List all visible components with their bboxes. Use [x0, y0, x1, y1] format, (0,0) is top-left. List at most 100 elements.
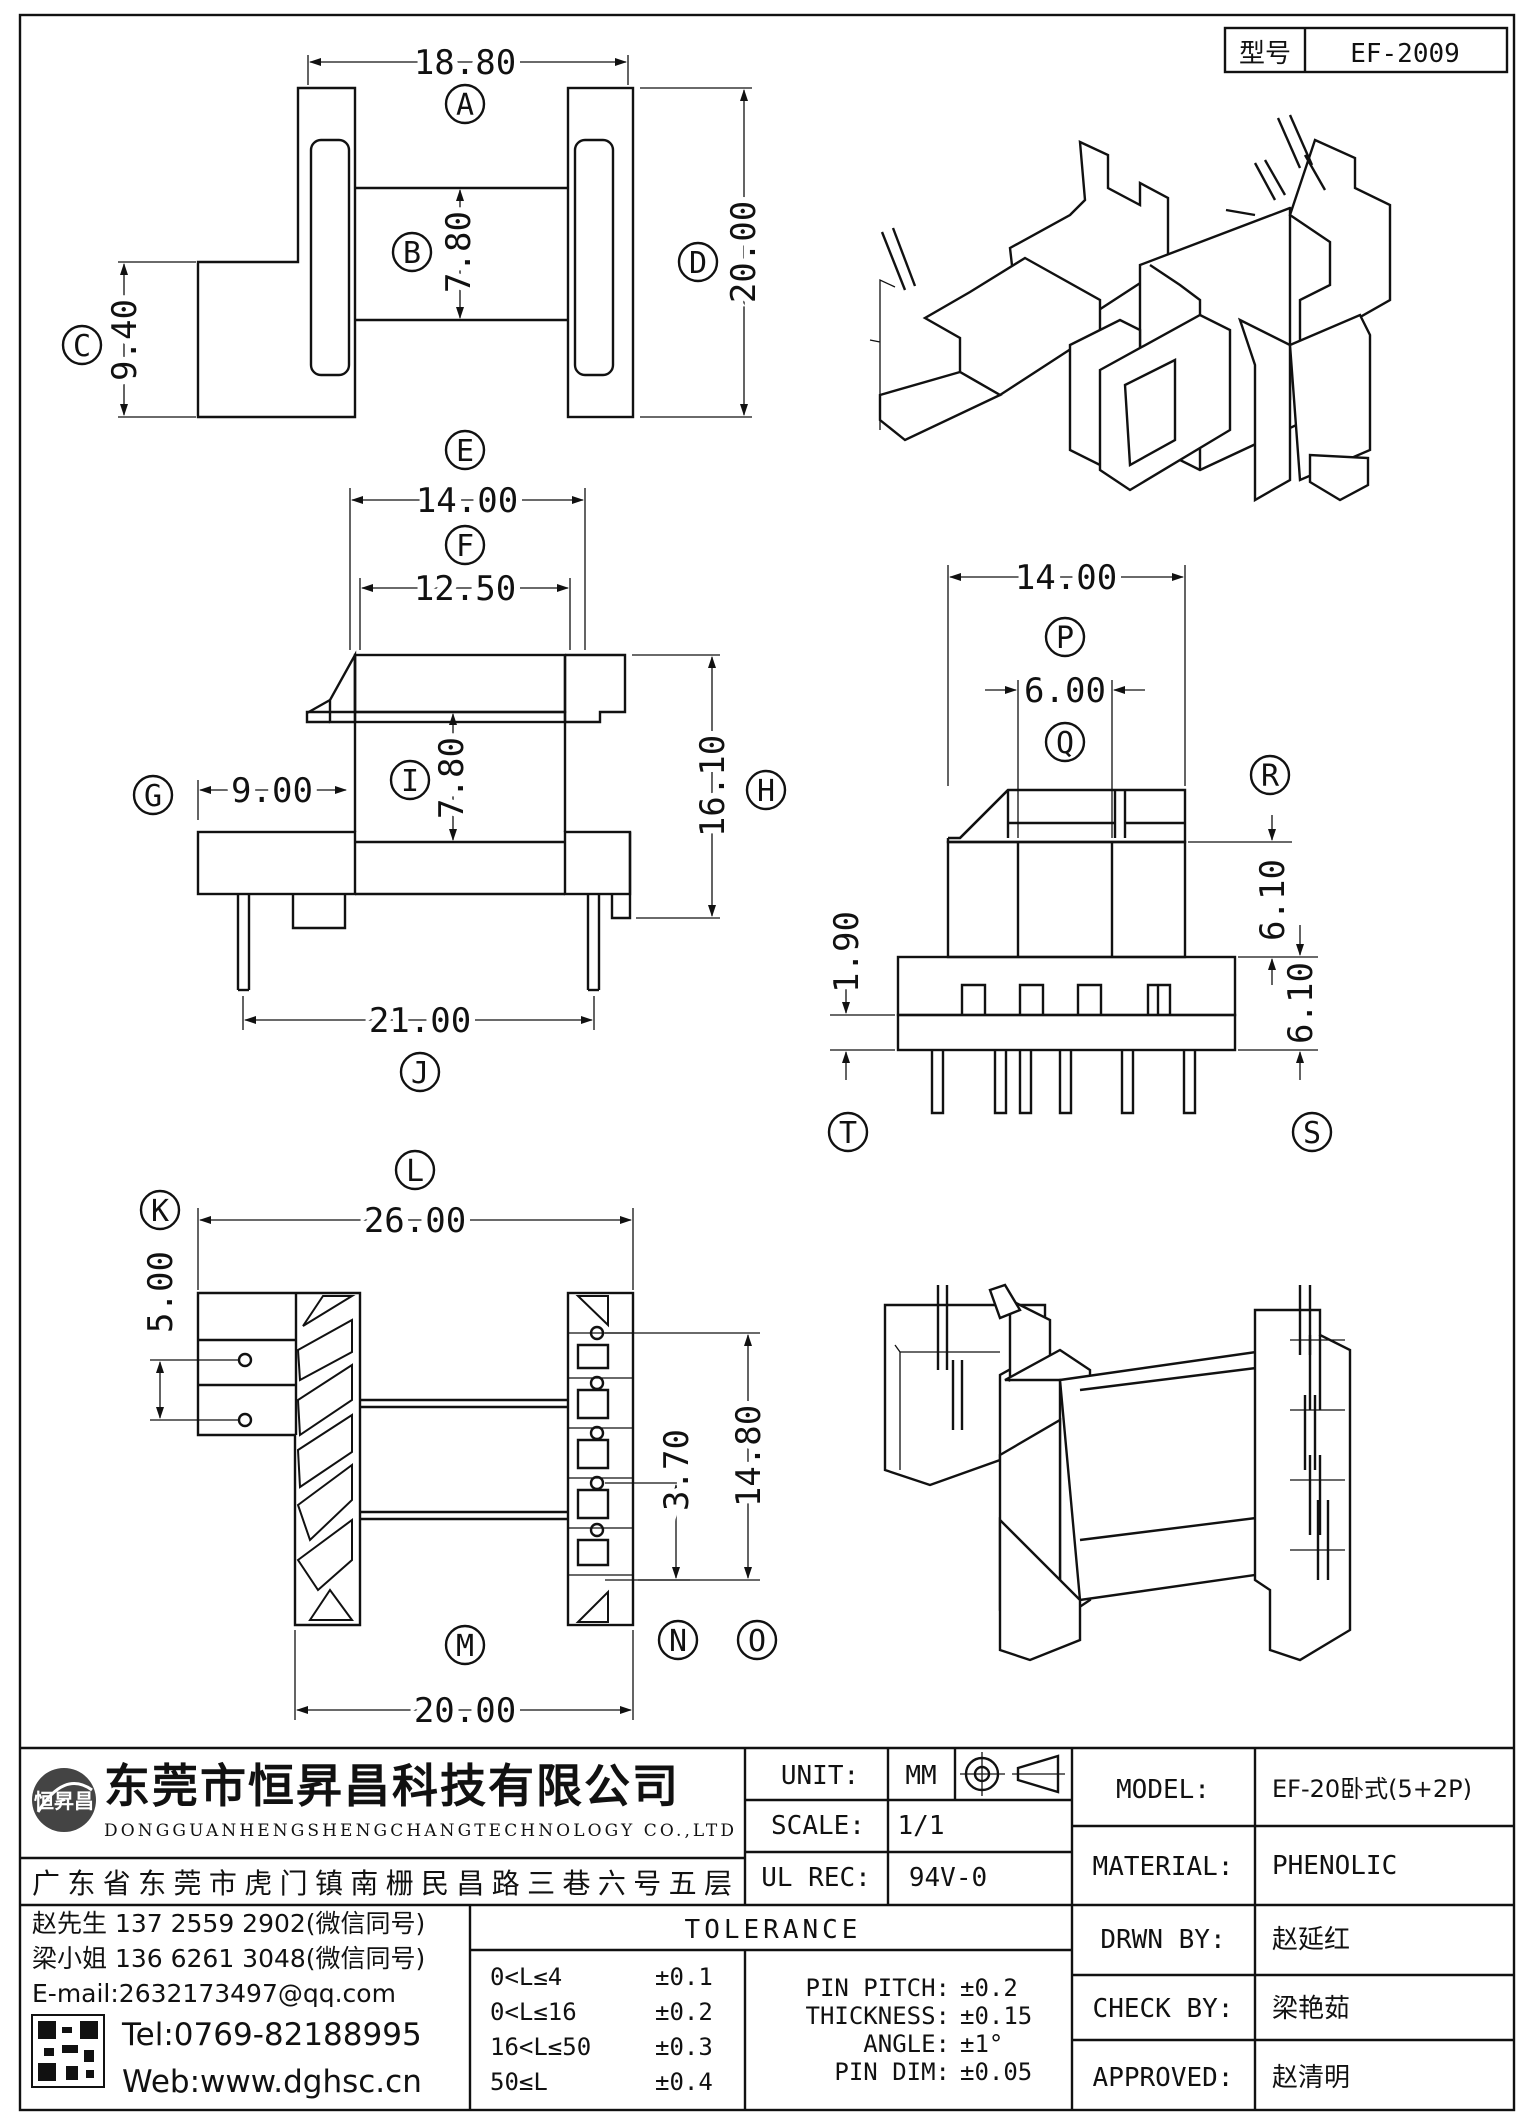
- dim-front-height: 16.10: [693, 735, 733, 837]
- callout-h: H: [745, 769, 787, 811]
- spec-value-1: ±0.15: [960, 2002, 1032, 2030]
- callout-t: T: [827, 1111, 869, 1153]
- model-value: EF-20卧式(5+2P): [1272, 1775, 1472, 1803]
- approved-label: APPROVED:: [1093, 2063, 1234, 2093]
- drawn-label: DRWN BY:: [1100, 1925, 1225, 1955]
- callout-r: R: [1249, 754, 1291, 796]
- company-name-en: DONGGUANHENGSHENGCHANGTECHNOLOGY CO.,LTD: [104, 1821, 734, 1841]
- svg-text:P: P: [1056, 621, 1074, 656]
- tol-value-3: ±0.4: [655, 2068, 713, 2096]
- email: E-mail:2632173497@qq.com: [32, 1979, 396, 2008]
- dim-side-width: 14.00: [1015, 558, 1117, 598]
- model-label: MODEL:: [1116, 1775, 1210, 1805]
- side-view: 14.00 6.00 6.10 6.10 1.90: [821, 552, 1327, 1115]
- svg-text:Q: Q: [1056, 726, 1074, 761]
- callout-n: N: [657, 1619, 699, 1661]
- title-block: 恒昇昌 东莞市恒昇昌科技有限公司 DONGGUANHENGSHENGCHANGT…: [20, 1746, 1514, 2110]
- dim-side-pin-len: 1.90: [827, 911, 867, 993]
- dim-front-offset: 9.00: [231, 771, 313, 811]
- callout-e: E: [444, 429, 486, 471]
- tol-range-0: 0<L≤4: [490, 1963, 562, 1991]
- svg-text:E: E: [456, 434, 474, 469]
- svg-text:S: S: [1303, 1116, 1321, 1151]
- dim-top-height: 20.00: [724, 201, 764, 303]
- spec-label-3: PIN DIM:: [834, 2058, 950, 2086]
- dim-bottom-row: 20.00: [414, 1691, 516, 1731]
- scale-label: SCALE:: [771, 1811, 865, 1841]
- tol-value-1: ±0.2: [655, 1998, 713, 2026]
- dim-bottom-span: 14.80: [729, 1405, 769, 1507]
- company-address: 广东省东莞市虎门镇南栅民昌路三巷六号五层: [32, 1867, 732, 1900]
- ulrec-value: 94V-0: [909, 1863, 987, 1893]
- svg-text:D: D: [689, 246, 707, 281]
- ulrec-label: UL REC:: [761, 1863, 871, 1893]
- spec-label-2: ANGLE:: [863, 2030, 950, 2058]
- contact-2: 梁小姐 136 6261 3048(微信同号): [32, 1944, 425, 1973]
- dim-top-width: 18.80: [414, 43, 516, 83]
- company-name-cn: 东莞市恒昇昌科技有限公司: [104, 1759, 680, 1813]
- dim-front-outer: 14.00: [416, 481, 518, 521]
- dim-side-flange: 6.10: [1253, 859, 1293, 941]
- svg-text:I: I: [401, 764, 419, 799]
- top-view: 18.80 20.00 7.80 9.40: [99, 37, 770, 419]
- bottom-view: 26.00 20.00 5.00 3.70 14.80: [135, 1195, 775, 1737]
- callout-l: L: [394, 1149, 436, 1191]
- tolerance-title: TOLERANCE: [685, 1915, 862, 1945]
- callout-k: K: [139, 1189, 181, 1231]
- spec-value-3: ±0.05: [960, 2058, 1032, 2086]
- callout-o: O: [736, 1619, 778, 1661]
- spec-label-1: THICKNESS:: [806, 2002, 951, 2030]
- type-label: 型号: [1239, 39, 1291, 69]
- svg-text:J: J: [411, 1056, 429, 1091]
- tol-range-3: 50≤L: [490, 2068, 548, 2096]
- material-value: PHENOLIC: [1272, 1851, 1397, 1881]
- dim-side-base: 6.10: [1281, 962, 1321, 1044]
- type-value: EF-2009: [1350, 39, 1460, 69]
- check-label: CHECK BY:: [1093, 1994, 1234, 2024]
- svg-text:L: L: [406, 1154, 424, 1189]
- approved-value: 赵清明: [1272, 2063, 1350, 2093]
- contact-1: 赵先生 137 2559 2902(微信同号): [32, 1909, 425, 1938]
- dim-front-inner: 12.50: [414, 569, 516, 609]
- dim-top-step: 9.40: [105, 299, 145, 381]
- website: Web:www.dghsc.cn: [122, 2064, 422, 2100]
- callout-q: Q: [1044, 721, 1086, 763]
- front-view: 14.00 12.50 9.00 16.10 7.80 21.00: [196, 475, 739, 1047]
- spec-value-0: ±0.2: [960, 1974, 1018, 2002]
- spec-label-0: PIN PITCH:: [806, 1974, 951, 2002]
- callout-p: P: [1044, 616, 1086, 658]
- callout-f: F: [444, 524, 486, 566]
- svg-text:O: O: [748, 1624, 766, 1659]
- qr-code-icon: [31, 2014, 105, 2088]
- callout-i: I: [389, 759, 431, 801]
- dim-side-core: 6.00: [1024, 671, 1106, 711]
- dim-bottom-pitch-b: 3.70: [657, 1429, 697, 1511]
- dim-bottom-pitch-a: 5.00: [141, 1251, 181, 1333]
- callout-c: C: [61, 324, 103, 366]
- callout-a: A: [444, 83, 486, 125]
- tol-range-1: 0<L≤16: [490, 1998, 577, 2026]
- svg-text:F: F: [456, 529, 474, 564]
- tol-value-0: ±0.1: [655, 1963, 713, 1991]
- dim-top-window: 7.80: [439, 211, 479, 293]
- callout-j: J: [399, 1051, 441, 1093]
- telephone: Tel:0769-82188995: [121, 2017, 422, 2053]
- svg-text:H: H: [757, 774, 775, 809]
- svg-text:K: K: [151, 1194, 169, 1229]
- iso-view-top: [869, 114, 1392, 503]
- svg-text:B: B: [403, 236, 421, 271]
- iso-view-bottom: [883, 1283, 1352, 1662]
- unit-value: MM: [905, 1761, 936, 1791]
- drawn-value: 赵延红: [1272, 1925, 1350, 1955]
- svg-text:G: G: [144, 779, 162, 814]
- tol-value-2: ±0.3: [655, 2033, 713, 2061]
- unit-label: UNIT:: [781, 1761, 859, 1791]
- scale-value: 1/1: [898, 1811, 945, 1841]
- svg-text:A: A: [456, 88, 474, 123]
- svg-text:T: T: [839, 1116, 857, 1151]
- dim-bottom-length: 26.00: [364, 1201, 466, 1241]
- callout-g: G: [132, 774, 174, 816]
- spec-value-2: ±1°: [960, 2030, 1003, 2058]
- projection-symbol-icon: [960, 1752, 1065, 1796]
